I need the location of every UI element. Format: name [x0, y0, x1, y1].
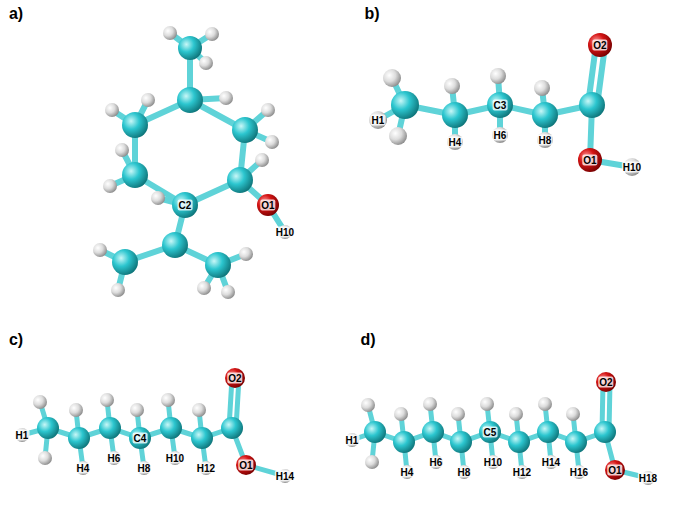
atom-label: O1	[238, 460, 253, 471]
atom-label: H8	[137, 463, 152, 474]
atom-label: O1	[260, 200, 275, 211]
panel-letter: a)	[8, 5, 24, 23]
atom-label: O2	[598, 377, 613, 388]
atom-label: H16	[569, 467, 589, 478]
panel-letter: b)	[363, 5, 380, 23]
atom-label: O1	[582, 155, 597, 166]
atom-label: H10	[483, 457, 503, 468]
atom-label: H10	[165, 453, 185, 464]
atom-label: H8	[457, 467, 472, 478]
atom-label: C5	[483, 427, 498, 438]
atom-label: H4	[400, 467, 415, 478]
atom-label: O2	[592, 40, 607, 51]
atoms-b	[369, 33, 641, 176]
bonds-a	[100, 33, 285, 292]
atom-label: H14	[275, 471, 295, 482]
atom-label: H10	[622, 162, 642, 173]
atom-label: H12	[512, 467, 532, 478]
atom-label: H6	[493, 130, 508, 141]
atom-label: C2	[178, 200, 193, 211]
atom-label: H6	[107, 453, 122, 464]
atom-label: C3	[493, 100, 508, 111]
atom-label: H1	[371, 115, 386, 126]
atom-label: H18	[638, 473, 658, 484]
atom-label: C4	[133, 433, 148, 444]
atom-label: H12	[196, 463, 216, 474]
atom-label: H4	[76, 463, 91, 474]
atom-label: O1	[607, 465, 622, 476]
atom-label: H14	[541, 457, 561, 468]
atom-label: H10	[275, 227, 295, 238]
atom-label: H8	[538, 135, 553, 146]
bonds-d	[352, 382, 648, 478]
atom-label: H1	[15, 430, 30, 441]
atom-label: O2	[227, 373, 242, 384]
atom-label: H4	[448, 137, 463, 148]
atom-label: H6	[429, 457, 444, 468]
atoms-a	[93, 26, 292, 299]
panel-letter: c)	[8, 331, 24, 349]
atom-label: H1	[345, 435, 360, 446]
atoms-d	[345, 372, 655, 485]
panel-letter: d)	[359, 331, 376, 349]
atoms-c	[15, 368, 292, 483]
bonds-c	[22, 378, 285, 476]
